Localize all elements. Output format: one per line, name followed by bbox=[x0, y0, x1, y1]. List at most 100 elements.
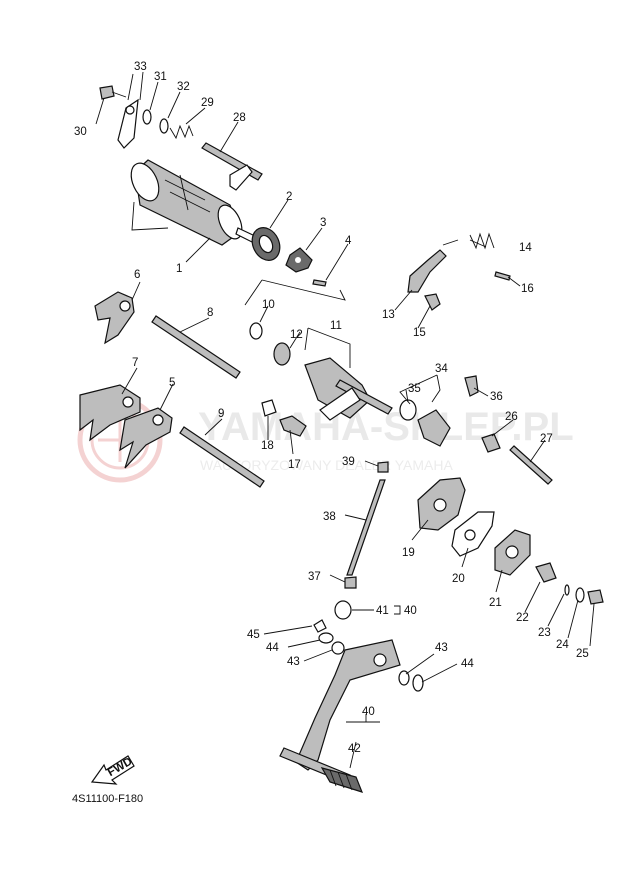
fwd-arrow-icon: FWD bbox=[90, 755, 135, 785]
part-bolt-17[interactable] bbox=[279, 415, 307, 437]
callout-18: 18 bbox=[261, 440, 274, 452]
part-washer-23[interactable] bbox=[564, 584, 570, 596]
callout-13: 13 bbox=[382, 309, 395, 321]
part-washer-44-right[interactable] bbox=[412, 674, 424, 692]
callout-14: 14 bbox=[519, 242, 532, 254]
callout-1: 1 bbox=[176, 263, 182, 275]
part-lever-13[interactable] bbox=[407, 249, 447, 293]
part-pin-16[interactable] bbox=[494, 271, 511, 281]
callout-5: 5 bbox=[169, 377, 175, 389]
part-plate-20[interactable] bbox=[451, 511, 495, 557]
watermark-subtitle: WAUTORYZOWANY DEALER YAMAHA bbox=[200, 457, 453, 473]
callout-36: 36 bbox=[490, 391, 503, 403]
callout-6: 6 bbox=[134, 269, 140, 281]
part-bolt-15[interactable] bbox=[424, 293, 441, 311]
callout-19: 19 bbox=[402, 547, 415, 559]
part-bushing-43-right[interactable] bbox=[398, 670, 410, 686]
callout-33: 33 bbox=[134, 61, 147, 73]
callout-38: 38 bbox=[323, 511, 336, 523]
callout-30: 30 bbox=[74, 126, 87, 138]
part-bolt-22[interactable] bbox=[535, 562, 557, 583]
part-washer-31[interactable] bbox=[142, 109, 152, 125]
callout-4: 4 bbox=[345, 235, 352, 247]
callout-42: 42 bbox=[348, 743, 361, 755]
callout-11: 11 bbox=[330, 320, 342, 332]
diagram-code: 4S11100-F180 bbox=[72, 793, 144, 805]
part-shaft-27[interactable] bbox=[509, 445, 553, 485]
part-shift-shaft-11[interactable] bbox=[304, 357, 393, 421]
callout-27: 27 bbox=[540, 433, 553, 445]
part-shift-drum[interactable] bbox=[126, 159, 256, 246]
callout-43-left: 43 bbox=[287, 656, 300, 668]
part-oil-seal-10[interactable] bbox=[249, 322, 263, 340]
part-rod-end-41[interactable] bbox=[334, 600, 352, 620]
part-stopper-lever[interactable] bbox=[117, 98, 139, 149]
callout-40-top: 40 bbox=[404, 605, 417, 617]
part-shift-fork-6[interactable] bbox=[94, 291, 135, 345]
part-collar-35[interactable] bbox=[399, 399, 417, 421]
callout-25: 25 bbox=[576, 648, 589, 660]
part-spring-29[interactable] bbox=[169, 124, 194, 140]
callout-39: 39 bbox=[342, 456, 355, 468]
callout-10: 10 bbox=[262, 299, 275, 311]
callout-7: 7 bbox=[132, 357, 138, 369]
callout-26: 26 bbox=[505, 411, 518, 423]
part-guide-bar-28[interactable] bbox=[201, 142, 263, 191]
part-lever-assy-34[interactable] bbox=[417, 409, 451, 447]
callout-23: 23 bbox=[538, 627, 551, 639]
callout-20: 20 bbox=[452, 573, 465, 585]
part-washer-44-left[interactable] bbox=[318, 632, 334, 644]
part-guide-bar-9[interactable] bbox=[179, 426, 265, 488]
callout-numbers: 33 31 32 29 30 28 2 1 3 4 6 8 10 11 12 7… bbox=[74, 61, 589, 755]
callout-16: 16 bbox=[521, 283, 534, 295]
part-circlip-18[interactable] bbox=[261, 399, 277, 417]
callout-41: 41 bbox=[376, 605, 389, 617]
part-segment[interactable] bbox=[285, 247, 313, 273]
callout-28: 28 bbox=[233, 112, 246, 124]
callout-15: 15 bbox=[413, 327, 426, 339]
part-bolt-30[interactable] bbox=[99, 85, 127, 100]
part-nut-37[interactable] bbox=[344, 576, 357, 589]
part-nut-25[interactable] bbox=[587, 589, 604, 605]
callout-37: 37 bbox=[308, 571, 321, 583]
callout-9: 9 bbox=[218, 408, 224, 420]
part-circlip-45[interactable] bbox=[313, 619, 327, 633]
callout-40-bottom: 40 bbox=[362, 706, 375, 718]
callout-24: 24 bbox=[556, 639, 569, 651]
part-shift-fork-5[interactable] bbox=[119, 407, 173, 469]
callout-45: 45 bbox=[247, 629, 260, 641]
part-shift-lever-21[interactable] bbox=[494, 529, 531, 576]
part-guide-bar-8[interactable] bbox=[151, 315, 241, 379]
callout-44-right: 44 bbox=[461, 658, 474, 670]
callout-8: 8 bbox=[207, 307, 213, 319]
part-shift-fork-7[interactable] bbox=[79, 384, 141, 442]
part-washer-24[interactable] bbox=[575, 587, 585, 603]
leader-lines bbox=[95, 71, 595, 769]
callout-3: 3 bbox=[320, 217, 326, 229]
callout-17: 17 bbox=[288, 459, 301, 471]
part-spring-14[interactable] bbox=[469, 232, 495, 250]
callout-31: 31 bbox=[154, 71, 167, 83]
part-shift-rod-38[interactable] bbox=[346, 479, 386, 576]
callout-44-left: 44 bbox=[266, 642, 279, 654]
callout-22: 22 bbox=[516, 612, 529, 624]
callout-32: 32 bbox=[177, 81, 190, 93]
callout-35: 35 bbox=[408, 383, 421, 395]
part-nut-39[interactable] bbox=[377, 461, 389, 473]
callout-2: 2 bbox=[286, 191, 292, 203]
part-bushing-43-left[interactable] bbox=[331, 641, 345, 655]
callout-34: 34 bbox=[435, 363, 448, 375]
part-circlip-32[interactable] bbox=[159, 118, 169, 134]
part-collar-12[interactable] bbox=[273, 342, 291, 366]
part-screw-4[interactable] bbox=[312, 279, 327, 287]
callout-29: 29 bbox=[201, 97, 214, 109]
callout-21: 21 bbox=[489, 597, 502, 609]
callout-12: 12 bbox=[290, 329, 303, 341]
part-collar-26[interactable] bbox=[481, 433, 501, 453]
part-rubber-42[interactable] bbox=[320, 767, 364, 793]
part-bearing[interactable] bbox=[247, 223, 285, 265]
callout-43-right: 43 bbox=[435, 642, 448, 654]
part-shift-cam-19[interactable] bbox=[417, 477, 466, 531]
part-bolt-36[interactable] bbox=[464, 375, 479, 397]
